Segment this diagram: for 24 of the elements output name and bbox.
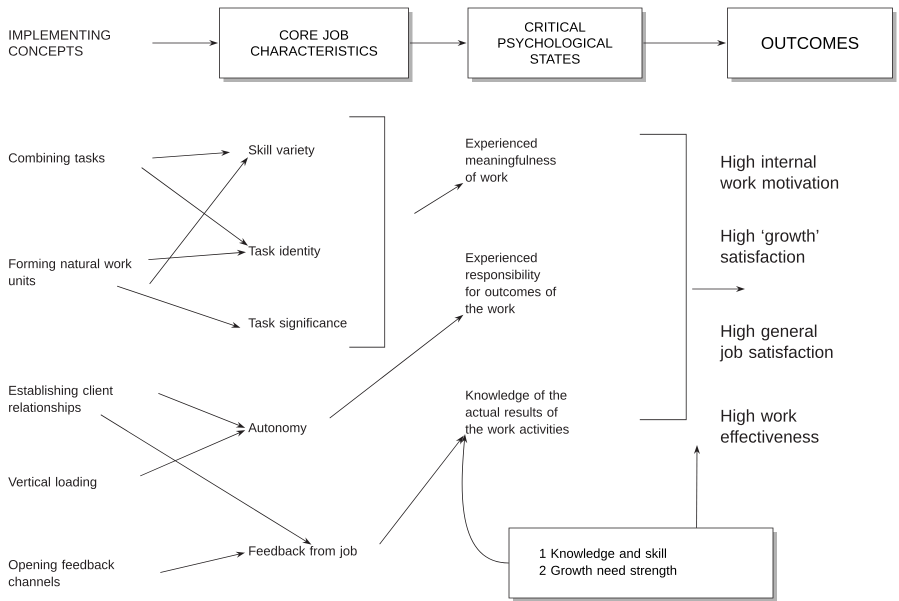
label-text: Opening feedback channels bbox=[8, 560, 114, 586]
label-text: Experienced meaningfulness of work bbox=[466, 138, 556, 182]
label-text: Knowledge of the actual results of the work activities bbox=[465, 390, 569, 434]
label-text: Establishing client relationships bbox=[9, 385, 113, 415]
label-text: Task identity bbox=[248, 246, 320, 258]
process-box: CRITICAL PSYCHOLOGICAL STATES bbox=[468, 8, 646, 82]
label-text: Task significance bbox=[248, 318, 347, 330]
label-text: Experienced responsibility for outcomes of the work bbox=[465, 252, 556, 314]
label-text: High general job satisfaction bbox=[720, 324, 832, 362]
bracket bbox=[348, 116, 386, 348]
label-text: Feedback from job bbox=[249, 546, 357, 558]
moderator-box: 1 Knowledge and skill 2 Growth need strength bbox=[508, 528, 777, 601]
label-text: High internal work motivation bbox=[720, 155, 838, 189]
label-text: IMPLEMENTING CONCEPTS bbox=[8, 30, 110, 56]
label-text: Autonomy bbox=[248, 423, 307, 435]
process-box: OUTCOMES bbox=[727, 8, 896, 82]
label-text: Combining tasks bbox=[8, 152, 105, 166]
label-text: Forming natural work units bbox=[9, 258, 132, 286]
bracket bbox=[639, 134, 687, 420]
label-text: Vertical loading bbox=[8, 476, 96, 490]
label-text: High ‘growth’ satisfaction bbox=[720, 229, 818, 263]
label-text: Skill variety bbox=[248, 144, 315, 158]
process-box: CORE JOB CHARACTERISTICS bbox=[219, 8, 412, 82]
label-text: High work effectiveness bbox=[720, 409, 818, 443]
